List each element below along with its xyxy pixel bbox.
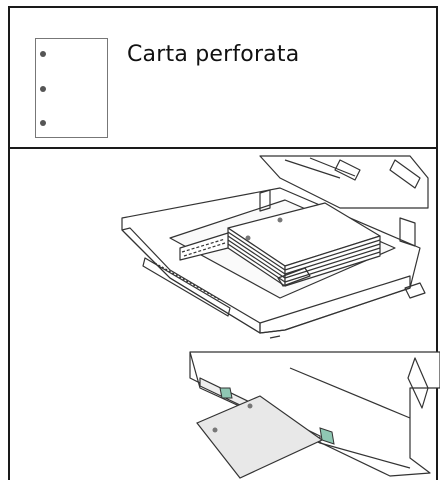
instruction-panel: Carta perforata <box>8 6 440 480</box>
manual-feed-slot-illustration <box>189 351 440 479</box>
punch-hole <box>40 51 46 57</box>
punch-hole <box>40 120 46 126</box>
paper-tray-loaded-illustration <box>121 155 429 339</box>
paper-type-title: Carta perforata <box>127 42 300 67</box>
punched-paper-icon <box>35 38 108 138</box>
section-divider <box>10 147 436 149</box>
punch-hole <box>40 86 46 92</box>
